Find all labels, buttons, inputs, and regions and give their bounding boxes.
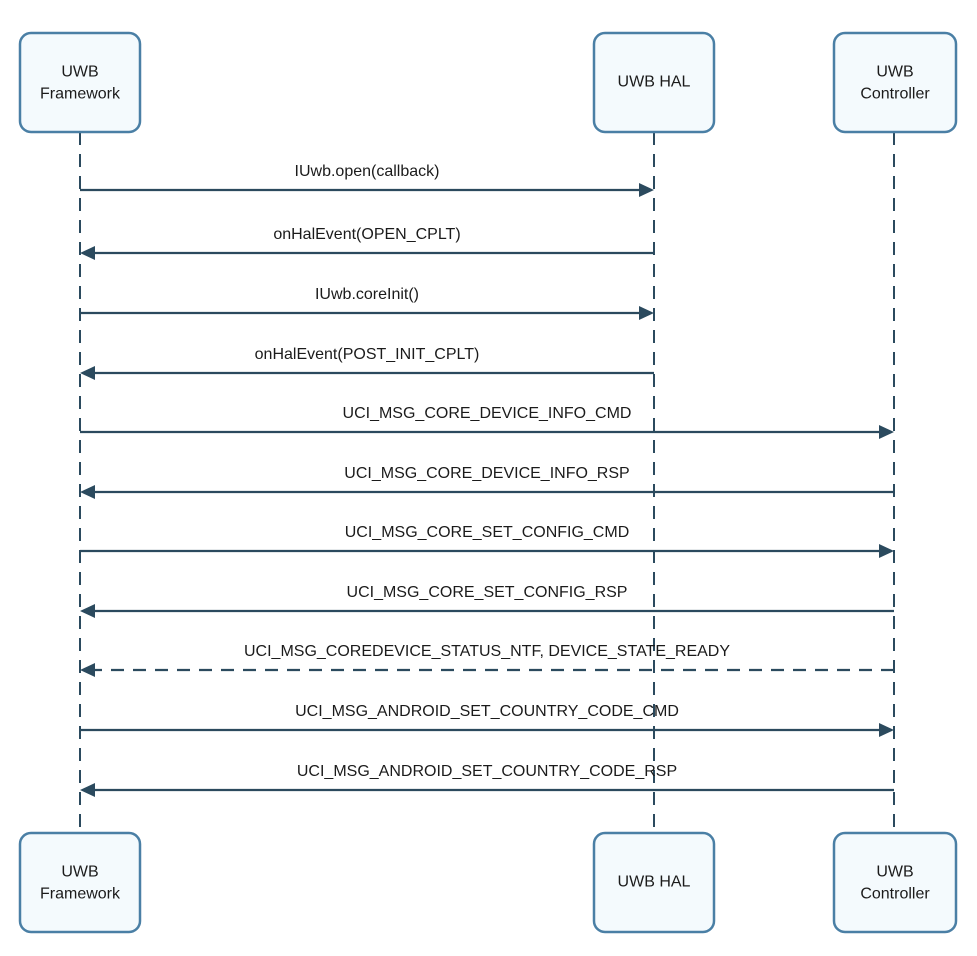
message-label: UCI_MSG_CORE_DEVICE_INFO_CMD (343, 405, 632, 422)
message-arrowhead (80, 663, 95, 677)
message-label: UCI_MSG_COREDEVICE_STATUS_NTF, DEVICE_ST… (244, 643, 730, 660)
message-label: UCI_MSG_ANDROID_SET_COUNTRY_CODE_CMD (295, 703, 679, 720)
message-arrowhead (80, 604, 95, 618)
message-4[interactable]: UCI_MSG_CORE_DEVICE_INFO_CMD (80, 405, 894, 439)
participant-box-shape (592, 831, 716, 934)
message-label: IUwb.open(callback) (295, 163, 440, 180)
message-arrowhead (639, 306, 654, 320)
message-9[interactable]: UCI_MSG_ANDROID_SET_COUNTRY_CODE_CMD (80, 703, 894, 737)
message-arrowhead (80, 366, 95, 380)
message-label: IUwb.coreInit() (315, 286, 419, 303)
participant-foot-boxes: UWB Framework UWB HAL UWB Controller (18, 831, 958, 934)
participant-box-shape (832, 831, 958, 934)
message-5[interactable]: UCI_MSG_CORE_DEVICE_INFO_RSP (80, 465, 894, 499)
message-label: UCI_MSG_CORE_DEVICE_INFO_RSP (344, 465, 629, 482)
participant-label-line1: UWB HAL (618, 874, 691, 891)
message-arrowhead (80, 783, 95, 797)
participant-label-line2: Controller (860, 886, 930, 903)
participant-label-line2: Controller (860, 86, 930, 103)
participant-box-hal-foot[interactable]: UWB HAL (592, 831, 716, 934)
lifelines-layer (79, 132, 895, 833)
participant-box-framework-head[interactable]: UWB Framework (18, 31, 142, 134)
participant-box-shape (18, 31, 142, 134)
message-label: UCI_MSG_ANDROID_SET_COUNTRY_CODE_RSP (297, 763, 677, 780)
message-6[interactable]: UCI_MSG_CORE_SET_CONFIG_CMD (80, 524, 894, 558)
participant-box-shape (18, 831, 142, 934)
participant-box-controller-head[interactable]: UWB Controller (832, 31, 958, 134)
messages-layer: IUwb.open(callback) onHalEvent(OPEN_CPLT)… (80, 163, 894, 797)
message-10[interactable]: UCI_MSG_ANDROID_SET_COUNTRY_CODE_RSP (80, 763, 894, 797)
message-7[interactable]: UCI_MSG_CORE_SET_CONFIG_RSP (80, 584, 894, 618)
message-3[interactable]: onHalEvent(POST_INIT_CPLT) (80, 346, 654, 380)
participant-box-controller-foot[interactable]: UWB Controller (832, 831, 958, 934)
participant-label-line1: UWB (876, 864, 913, 881)
message-arrowhead (879, 425, 894, 439)
participant-box-hal-head[interactable]: UWB HAL (592, 31, 716, 134)
participant-box-framework-foot[interactable]: UWB Framework (18, 831, 142, 934)
message-arrowhead (639, 183, 654, 197)
participant-box-shape (592, 31, 716, 134)
participant-label-line1: UWB (876, 64, 913, 81)
message-8[interactable]: UCI_MSG_COREDEVICE_STATUS_NTF, DEVICE_ST… (80, 643, 894, 677)
message-label: onHalEvent(POST_INIT_CPLT) (255, 346, 480, 363)
message-label: UCI_MSG_CORE_SET_CONFIG_RSP (347, 584, 628, 601)
message-0[interactable]: IUwb.open(callback) (80, 163, 654, 197)
message-arrowhead (80, 246, 95, 260)
participant-label-line1: UWB (61, 864, 98, 881)
participant-box-shape (832, 31, 958, 134)
message-arrowhead (80, 485, 95, 499)
message-2[interactable]: IUwb.coreInit() (80, 286, 654, 320)
message-label: onHalEvent(OPEN_CPLT) (273, 226, 460, 243)
participant-head-boxes: UWB Framework UWB HAL UWB Controller (18, 31, 958, 134)
participant-label-line2: Framework (40, 886, 121, 903)
message-arrowhead (879, 723, 894, 737)
message-1[interactable]: onHalEvent(OPEN_CPLT) (80, 226, 654, 260)
message-arrowhead (879, 544, 894, 558)
participant-label-line2: Framework (40, 86, 121, 103)
participant-label-line1: UWB (61, 64, 98, 81)
message-label: UCI_MSG_CORE_SET_CONFIG_CMD (345, 524, 630, 541)
participant-label-line1: UWB HAL (618, 74, 691, 91)
